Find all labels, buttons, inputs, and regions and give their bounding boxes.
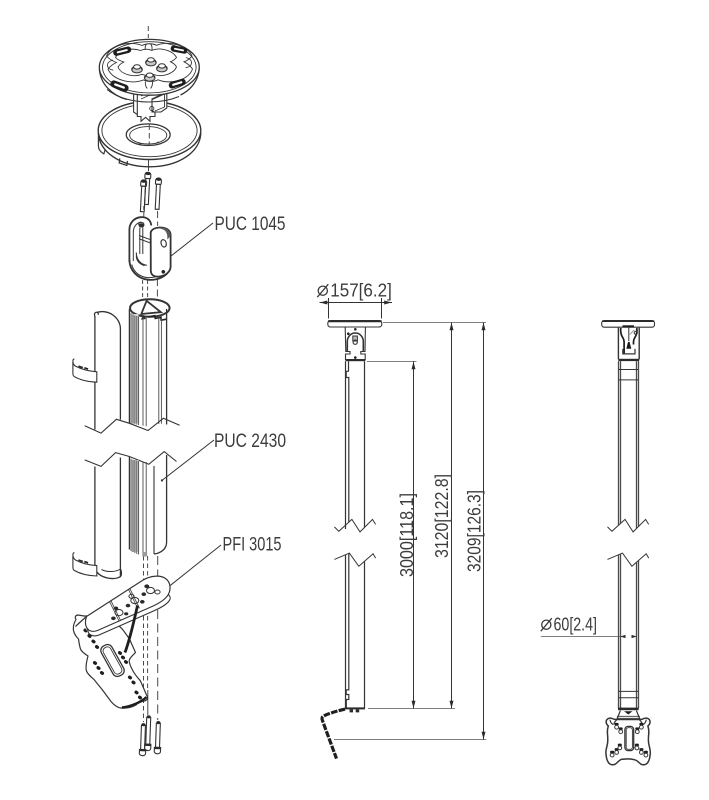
- svg-text:PUC 2430: PUC 2430: [214, 431, 286, 452]
- svg-text:157[6.2]: 157[6.2]: [330, 280, 392, 300]
- svg-text:PFI 3015: PFI 3015: [223, 535, 282, 556]
- svg-text:3000[118.1]: 3000[118.1]: [397, 493, 417, 577]
- svg-text:3209[126.3]: 3209[126.3]: [464, 490, 484, 572]
- svg-text:3120[122.8]: 3120[122.8]: [432, 474, 452, 558]
- svg-text:PUC 1045: PUC 1045: [215, 214, 286, 235]
- svg-text:60[2.4]: 60[2.4]: [554, 614, 598, 634]
